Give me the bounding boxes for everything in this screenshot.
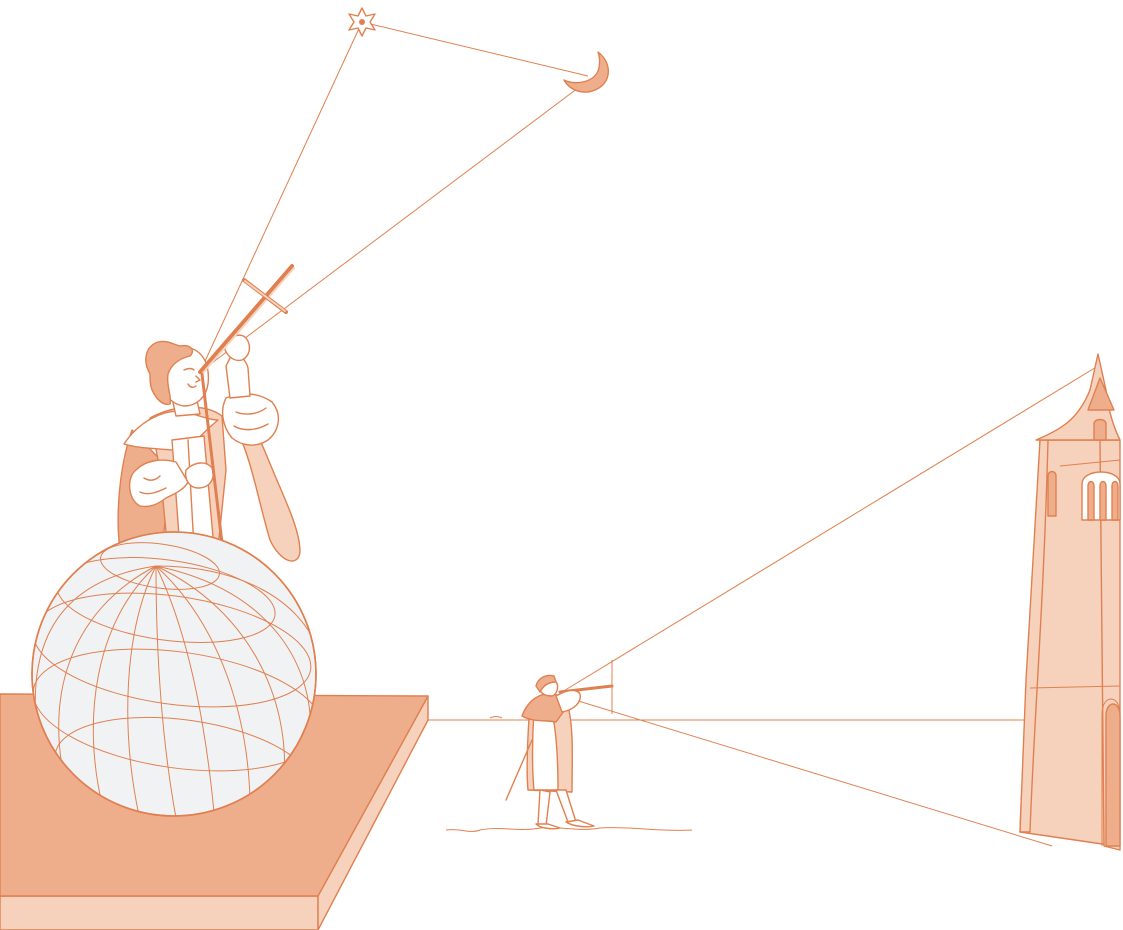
ground-lines (428, 717, 1030, 832)
star-icon (349, 8, 375, 36)
celestial-sight-lines (200, 22, 588, 372)
church-tower (1020, 354, 1120, 850)
surveyor-figure (506, 675, 612, 828)
terrestrial-sight-lines (562, 366, 1098, 846)
astronomer-figure (118, 335, 300, 561)
